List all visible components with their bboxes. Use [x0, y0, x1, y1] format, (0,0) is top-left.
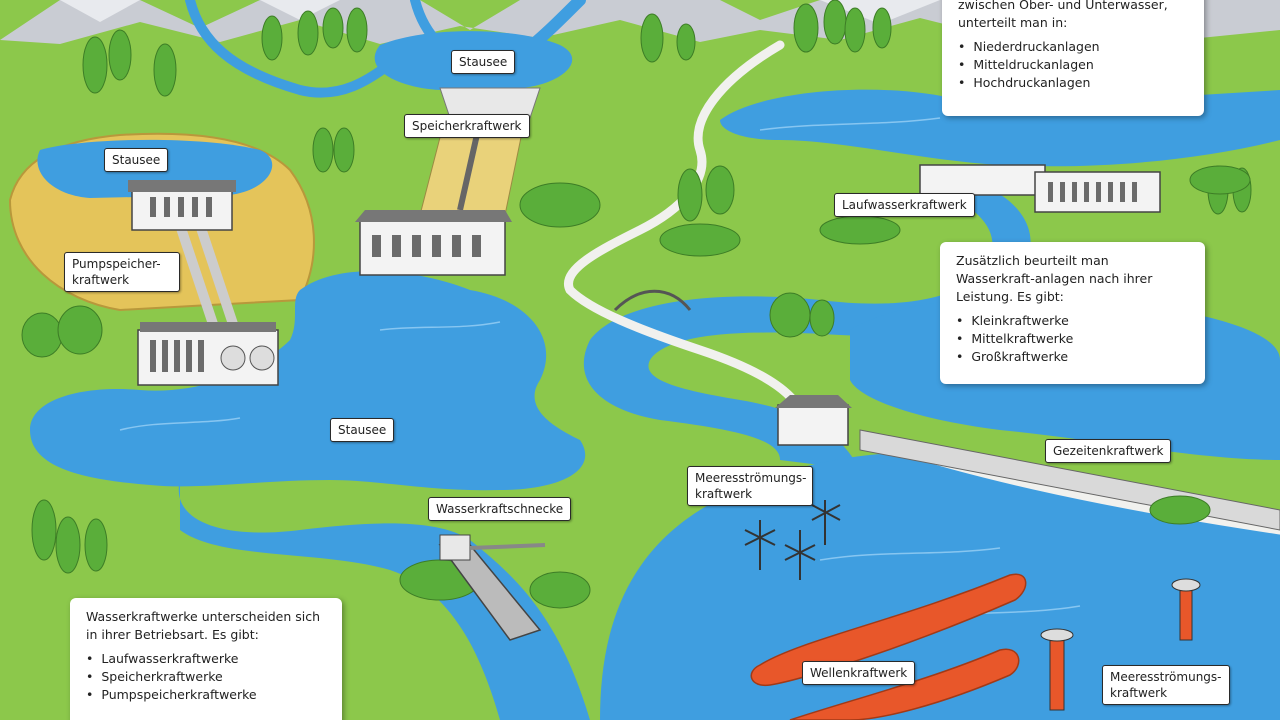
list-item: Hochdruckanlagen — [958, 74, 1188, 92]
penstock-pipe — [457, 129, 481, 211]
list-item: Pumpspeicherkraftwerke — [86, 686, 326, 704]
list-item: Mitteldruckanlagen — [958, 56, 1188, 74]
info-box-capacity: Zusätzlich beurteilt man Wasserkraft-anl… — [940, 242, 1205, 384]
list-item: Speicherkraftwerke — [86, 668, 326, 686]
list-item: Niederdruckanlagen — [958, 38, 1188, 56]
info-box-operation: Wasserkraftwerke unterscheiden sich in i… — [70, 598, 342, 720]
dam-top — [439, 87, 541, 119]
storage-power-plant — [355, 210, 512, 276]
label-pumpspeicher: Pumpspeicher-kraftwerk — [64, 252, 180, 292]
pump-upper-house — [128, 180, 236, 231]
ocean-current-towers — [1040, 578, 1201, 711]
label-stausee-center: Stausee — [330, 418, 395, 442]
info-box-pressure: zwischen Ober- und Unterwasser, untertei… — [942, 0, 1204, 116]
trees — [21, 0, 1252, 609]
label-gezeitenkraftwerk: Gezeitenkraftwerk — [1045, 439, 1172, 463]
ocean-current-turbines — [744, 500, 841, 580]
label-stausee-top: Stausee — [451, 50, 516, 74]
info-box-capacity-list: Kleinkraftwerke Mittelkraftwerke Großkra… — [956, 312, 1189, 366]
sea — [600, 452, 1280, 720]
info-box-pressure-intro: zwischen Ober- und Unterwasser, untertei… — [958, 0, 1168, 30]
tidal-plant-house — [775, 395, 852, 446]
info-box-operation-intro: Wasserkraftwerke unterscheiden sich in i… — [86, 609, 321, 642]
list-item: Mittelkraftwerke — [956, 330, 1189, 348]
run-of-river-plant — [919, 164, 1161, 213]
list-item: Kleinkraftwerke — [956, 312, 1189, 330]
list-item: Laufwasserkraftwerke — [86, 650, 326, 668]
info-box-capacity-intro: Zusätzlich beurteilt man Wasserkraft-anl… — [956, 253, 1153, 304]
label-speicherkraftwerk: Speicherkraftwerk — [404, 114, 530, 138]
label-stausee-left: Stausee — [104, 148, 169, 172]
info-box-pressure-list: Niederdruckanlagen Mitteldruckanlagen Ho… — [958, 38, 1188, 92]
label-laufwasserkraftwerk: Laufwasserkraftwerk — [834, 193, 975, 217]
label-meeresstroemung-2: Meeresströmungs-kraftwerk — [1102, 665, 1230, 705]
river-middle — [583, 185, 1031, 470]
water-screw — [438, 534, 546, 641]
label-meeresstroemung-1: Meeresströmungs-kraftwerk — [687, 466, 813, 506]
pump-lower-house — [137, 322, 279, 386]
pump-pipe-2 — [195, 223, 240, 332]
label-wellenkraftwerk: Wellenkraftwerk — [802, 661, 916, 685]
river-lower-left — [178, 480, 591, 720]
info-box-operation-list: Laufwasserkraftwerke Speicherkraftwerke … — [86, 650, 326, 704]
reservoir-center-water — [30, 271, 586, 491]
wave-energy-devices — [750, 573, 1027, 720]
bridge-arch — [613, 289, 692, 312]
list-item: Großkraftwerke — [956, 348, 1189, 366]
label-wasserkraftschnecke: Wasserkraftschnecke — [428, 497, 572, 521]
pump-pipe-1 — [175, 223, 220, 332]
